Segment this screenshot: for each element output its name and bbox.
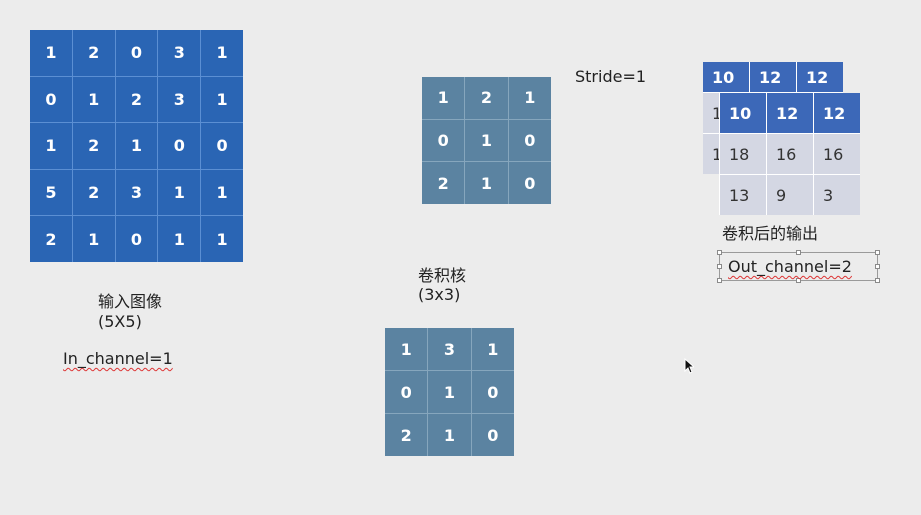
out-channel-textbox[interactable]: Out_channel=2 <box>717 250 880 283</box>
grid-cell: 1 <box>30 123 72 169</box>
grid-cell: 0 <box>115 216 158 262</box>
grid-cell: 0 <box>115 30 158 76</box>
grid-cell: 1 <box>508 77 551 119</box>
grid-cell: 0 <box>158 123 201 169</box>
grid-cell: 1 <box>428 371 471 413</box>
output-header-cell: 10 <box>703 62 749 92</box>
grid-cell: 5 <box>30 169 72 216</box>
grid-cell: 1 <box>422 77 465 119</box>
output-header-cell: 12 <box>767 93 813 133</box>
grid-cell: 1 <box>72 216 115 262</box>
kernel-size: (3x3) <box>418 285 461 304</box>
out-channel-label: Out_channel=2 <box>728 257 852 276</box>
output-cell: 16 <box>814 134 860 174</box>
grid-cell: 2 <box>385 414 428 456</box>
grid-cell: 1 <box>72 76 115 123</box>
resize-handle[interactable] <box>875 264 880 269</box>
grid-cell: 2 <box>30 216 72 262</box>
grid-cell: 2 <box>72 123 115 169</box>
resize-handle[interactable] <box>875 278 880 283</box>
grid-cell: 1 <box>385 328 428 370</box>
grid-cell: 2 <box>422 162 465 204</box>
resize-handle[interactable] <box>796 250 801 255</box>
grid-cell: 1 <box>201 76 243 123</box>
grid-cell: 0 <box>201 123 243 169</box>
grid-cell: 2 <box>115 76 158 123</box>
grid-cell: 3 <box>428 328 471 370</box>
input-image-size: (5X5) <box>98 312 142 331</box>
resize-handle[interactable] <box>875 250 880 255</box>
grid-cell: 2 <box>72 30 115 76</box>
in-channel-label: In_channel=1 <box>63 349 173 368</box>
grid-cell: 1 <box>158 169 201 216</box>
output-header-cell: 12 <box>797 62 843 92</box>
grid-cell: 0 <box>30 76 72 123</box>
output-label: 卷积后的输出 <box>722 224 819 243</box>
grid-cell: 0 <box>471 371 514 413</box>
resize-handle[interactable] <box>717 250 722 255</box>
grid-cell: 1 <box>158 216 201 262</box>
grid-cell: 1 <box>115 123 158 169</box>
grid-cell: 0 <box>471 414 514 456</box>
grid-cell: 0 <box>385 371 428 413</box>
grid-cell: 1 <box>201 216 243 262</box>
resize-handle[interactable] <box>717 264 722 269</box>
grid-cell: 1 <box>465 162 508 204</box>
grid-cell: 1 <box>201 169 243 216</box>
output-cell: 16 <box>767 134 813 174</box>
input-image-label: 输入图像 <box>98 292 163 311</box>
grid-cell: 3 <box>158 76 201 123</box>
grid-cell: 1 <box>201 30 243 76</box>
resize-handle[interactable] <box>796 278 801 283</box>
mouse-cursor-icon <box>684 358 694 374</box>
output-cell: 13 <box>720 175 766 215</box>
grid-cell: 1 <box>465 119 508 162</box>
output-cell: 9 <box>767 175 813 215</box>
grid-cell: 1 <box>428 414 471 456</box>
output-header-cell: 12 <box>814 93 860 133</box>
grid-cell: 0 <box>508 119 551 162</box>
grid-cell: 0 <box>422 119 465 162</box>
grid-cell: 1 <box>30 30 72 76</box>
stride-label: Stride=1 <box>575 67 647 86</box>
output-header-cell: 10 <box>720 93 766 133</box>
resize-handle[interactable] <box>717 278 722 283</box>
grid-cell: 1 <box>471 328 514 370</box>
grid-cell: 3 <box>158 30 201 76</box>
grid-cell: 0 <box>508 162 551 204</box>
output-header-cell: 12 <box>750 62 796 92</box>
grid-cell: 3 <box>115 169 158 216</box>
output-cell: 18 <box>720 134 766 174</box>
grid-cell: 2 <box>465 77 508 119</box>
output-cell: 3 <box>814 175 860 215</box>
kernel-label: 卷积核 <box>418 266 467 285</box>
grid-cell: 2 <box>72 169 115 216</box>
